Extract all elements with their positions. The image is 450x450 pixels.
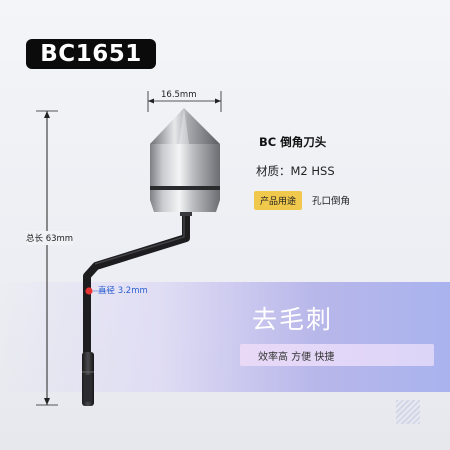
product-code-badge: BC1651	[26, 39, 156, 69]
length-dimension-line	[36, 110, 58, 406]
decorative-stripes	[396, 400, 420, 424]
promo-band	[0, 282, 450, 392]
usage-tag: 产品用途	[254, 191, 303, 210]
total-length-label: 总长 63mm	[26, 231, 74, 245]
deburr-headline: 去毛刺	[252, 305, 334, 334]
chamfer-head	[150, 108, 220, 216]
width-dimension-line	[147, 91, 222, 112]
diameter-label: 直径 3.2mm	[98, 286, 148, 296]
product-title: BC 倒角刀头	[259, 135, 327, 149]
material-spec: 材质：M2 HSS	[256, 164, 335, 178]
tool-rod	[82, 208, 190, 406]
feature-box	[240, 344, 434, 366]
diameter-marker-dot	[85, 287, 93, 295]
usage-value: 孔口倒角	[312, 196, 351, 207]
head-width-label: 16.5mm	[161, 90, 197, 100]
feature-list: 效率高 方便 快捷	[258, 352, 335, 363]
